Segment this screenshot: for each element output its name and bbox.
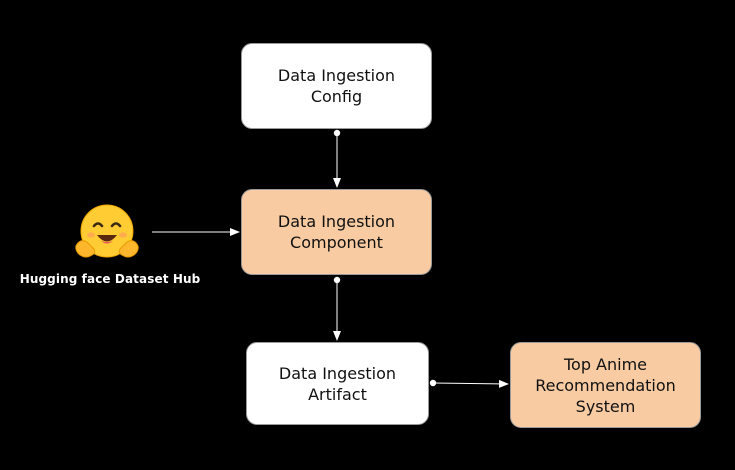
node-data-ingestion-component: Data Ingestion Component: [241, 189, 432, 275]
edge-component-to-artifact: [333, 276, 341, 341]
hugging-face-emoji-icon: [75, 204, 139, 258]
node-label: Data Ingestion Component: [277, 212, 396, 252]
hugging-face-source-label: Hugging face Dataset Hub: [19, 272, 201, 286]
edge-artifact-to-system: [429, 379, 509, 388]
node-data-ingestion-config: Data Ingestion Config: [241, 43, 432, 129]
node-label: Data Ingestion Config: [277, 66, 396, 106]
node-data-ingestion-artifact: Data Ingestion Artifact: [246, 342, 429, 425]
edge-config-to-component: [333, 129, 341, 188]
node-label: Top Anime Recommendation System: [535, 354, 676, 416]
node-label: Data Ingestion Artifact: [278, 363, 397, 404]
node-top-anime-recommendation-system: Top Anime Recommendation System: [510, 342, 701, 428]
